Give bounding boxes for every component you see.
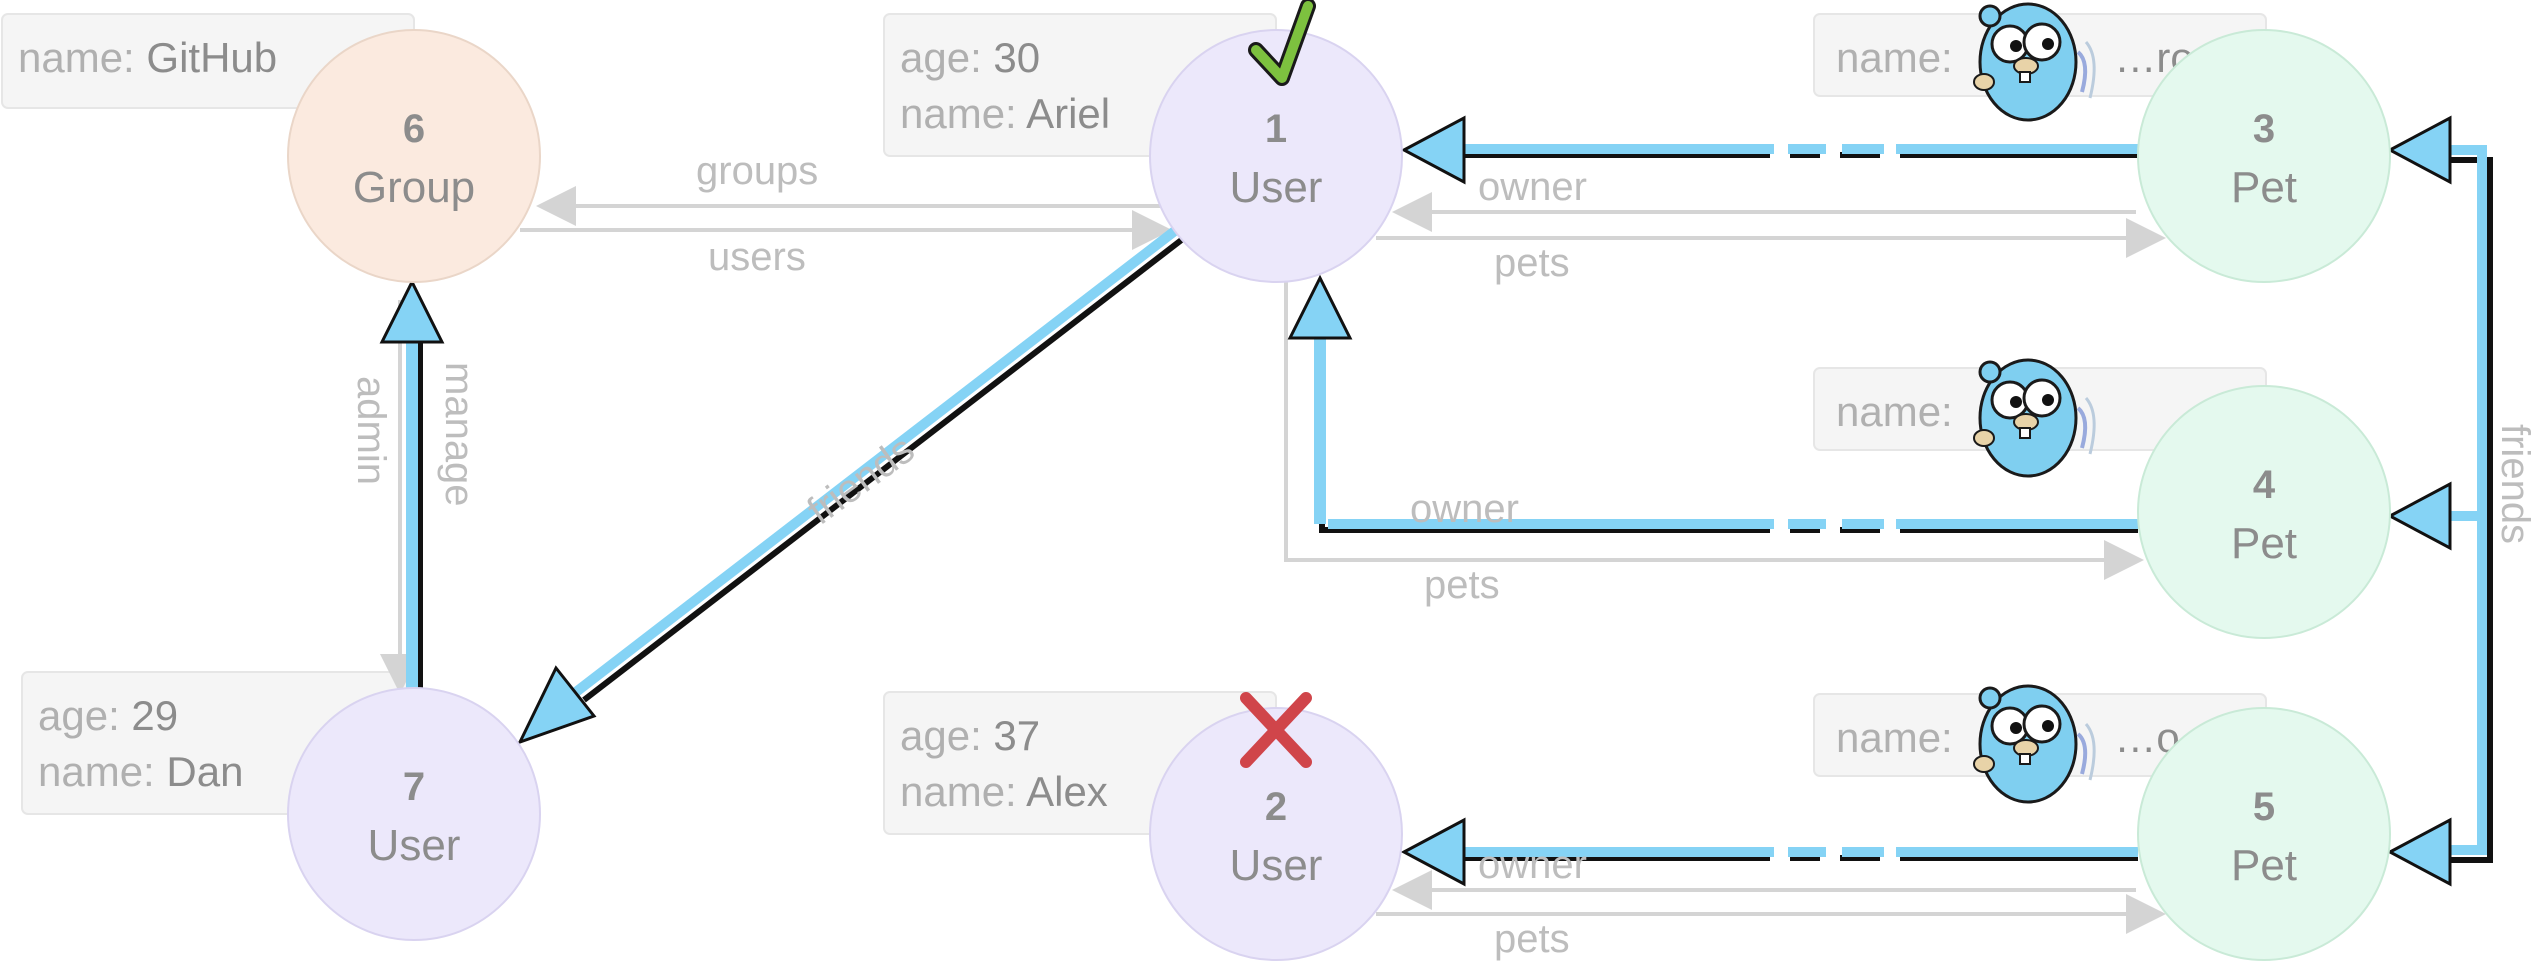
prop-key: age: (38, 692, 131, 739)
edge-label-groups: groups (696, 149, 818, 193)
prop-key: name: (1836, 388, 1953, 435)
svg-text:Group: Group (353, 163, 475, 212)
prop-value: Alex (1026, 768, 1108, 815)
prop-key: age: (900, 34, 993, 81)
svg-text:name:: name: (1836, 388, 1953, 435)
prop-key: name: (1836, 34, 1964, 81)
prop-value: 29 (131, 692, 178, 739)
svg-text:3: 3 (2253, 107, 2275, 151)
edge-label-friends-users: friends (799, 427, 922, 533)
node-pet-3[interactable]: 3 Pet (2137, 29, 2391, 283)
svg-text:Pet: Pet (2231, 841, 2297, 890)
edge-label-admin: admin (349, 376, 393, 485)
prop-key: name: (18, 34, 146, 81)
svg-text:2: 2 (1265, 785, 1287, 829)
check-icon (1248, 0, 1316, 86)
svg-text:1: 1 (1265, 107, 1287, 151)
prop-key: age: (900, 712, 993, 759)
prop-value: 30 (993, 34, 1040, 81)
cross-icon (1240, 692, 1312, 768)
edge-label-pets-4: pets (1424, 563, 1500, 607)
node-user-7[interactable]: 7 User (287, 687, 541, 941)
svg-text:age: 30: age: 30 (900, 34, 1040, 81)
prop-key: name: (1836, 714, 1964, 761)
prop-key: name: (900, 90, 1026, 137)
traversal-edges (379, 115, 2493, 887)
svg-text:7: 7 (403, 765, 425, 809)
svg-text:name: Dan: name: Dan (38, 748, 243, 795)
svg-text:name: …o: name: …o (1836, 714, 2180, 761)
node-pet-4[interactable]: 4 Pet (2137, 385, 2391, 639)
prop-key: name: (38, 748, 166, 795)
prop-value: GitHub (146, 34, 277, 81)
svg-text:4: 4 (2253, 463, 2276, 507)
svg-text:6: 6 (403, 107, 425, 151)
svg-text:5: 5 (2253, 785, 2275, 829)
svg-text:name: …ro: name: …ro (1836, 34, 2194, 81)
node-user-1[interactable]: 1 User (1149, 29, 1403, 283)
edge-label-users: users (708, 235, 806, 279)
edge-label-pets-3: pets (1494, 241, 1570, 285)
node-pet-5[interactable]: 5 Pet (2137, 707, 2391, 961)
edge-label-friends-pets: friends (2493, 424, 2537, 544)
edge-label-pets-5: pets (1494, 917, 1570, 961)
prop-key: name: (900, 768, 1026, 815)
edge-label-owner-3: owner (1478, 165, 1587, 209)
gray-edges (380, 186, 2166, 934)
svg-text:Pet: Pet (2231, 163, 2297, 212)
svg-text:age: 37: age: 37 (900, 712, 1040, 759)
node-user-2[interactable]: 2 User (1149, 707, 1403, 961)
svg-text:Pet: Pet (2231, 519, 2297, 568)
svg-text:name: GitHub: name: GitHub (18, 34, 277, 81)
prop-value: Ariel (1026, 90, 1110, 137)
node-group-6[interactable]: 6 Group (287, 29, 541, 283)
svg-text:User: User (368, 821, 461, 870)
svg-text:User: User (1230, 841, 1323, 890)
prop-value: 37 (993, 712, 1040, 759)
prop-value: Dan (166, 748, 243, 795)
svg-text:age: 29: age: 29 (38, 692, 178, 739)
edge-label-owner-4: owner (1410, 487, 1519, 531)
edge-label-manage: manage (437, 362, 481, 507)
svg-text:name: Alex: name: Alex (900, 768, 1108, 815)
svg-text:User: User (1230, 163, 1323, 212)
edge-label-owner-5: owner (1478, 843, 1587, 887)
svg-text:name: Ariel: name: Ariel (900, 90, 1110, 137)
